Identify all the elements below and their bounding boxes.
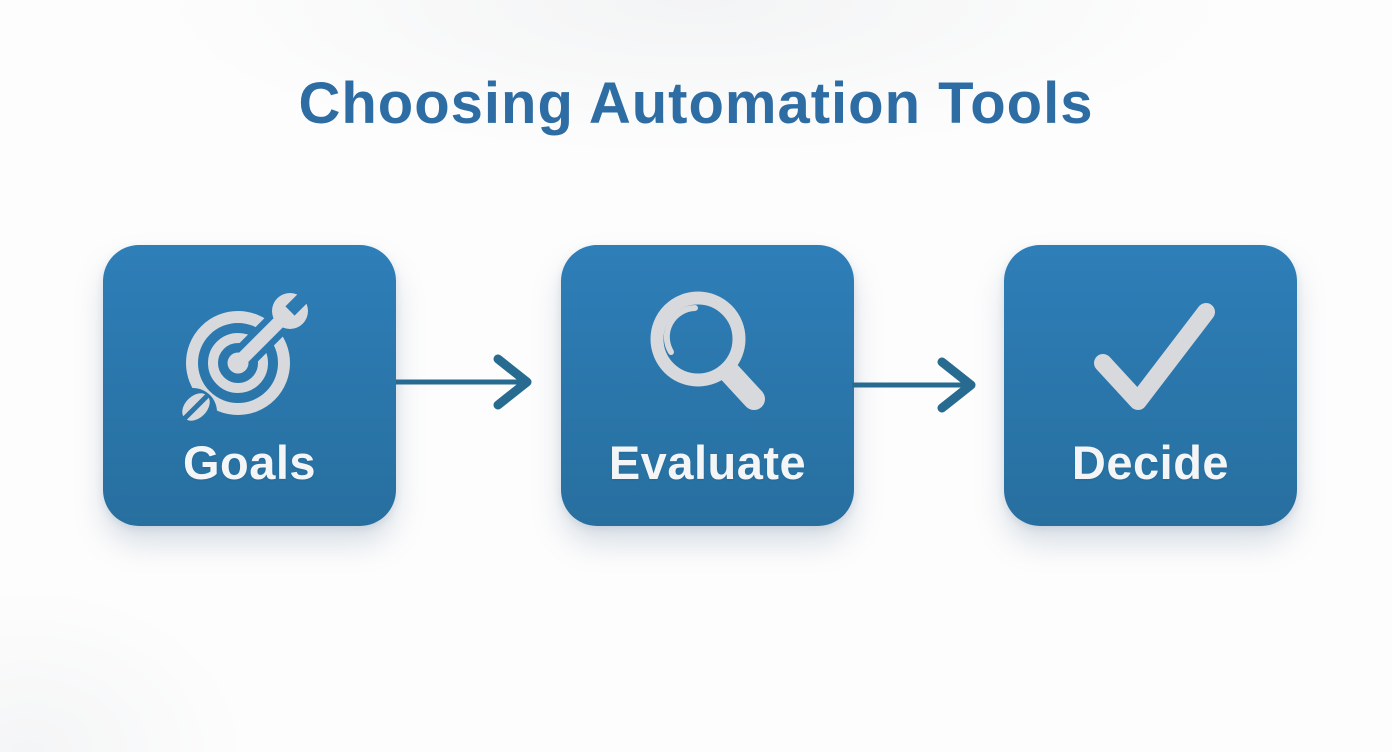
step-card-evaluate: Evaluate <box>561 245 854 526</box>
checkmark-icon <box>1081 285 1221 425</box>
step-card-decide: Decide <box>1004 245 1297 526</box>
arrow-right-icon <box>852 357 976 413</box>
magnifying-glass-icon <box>638 285 778 425</box>
step-label: Decide <box>1071 436 1230 489</box>
step-card-goals: Goals <box>103 245 396 526</box>
step-label: Evaluate <box>608 436 807 489</box>
arrow-right-icon <box>396 354 532 410</box>
page-title: Choosing Automation Tools <box>298 71 1094 136</box>
target-wrench-icon <box>180 285 320 425</box>
step-label: Goals <box>182 436 317 489</box>
